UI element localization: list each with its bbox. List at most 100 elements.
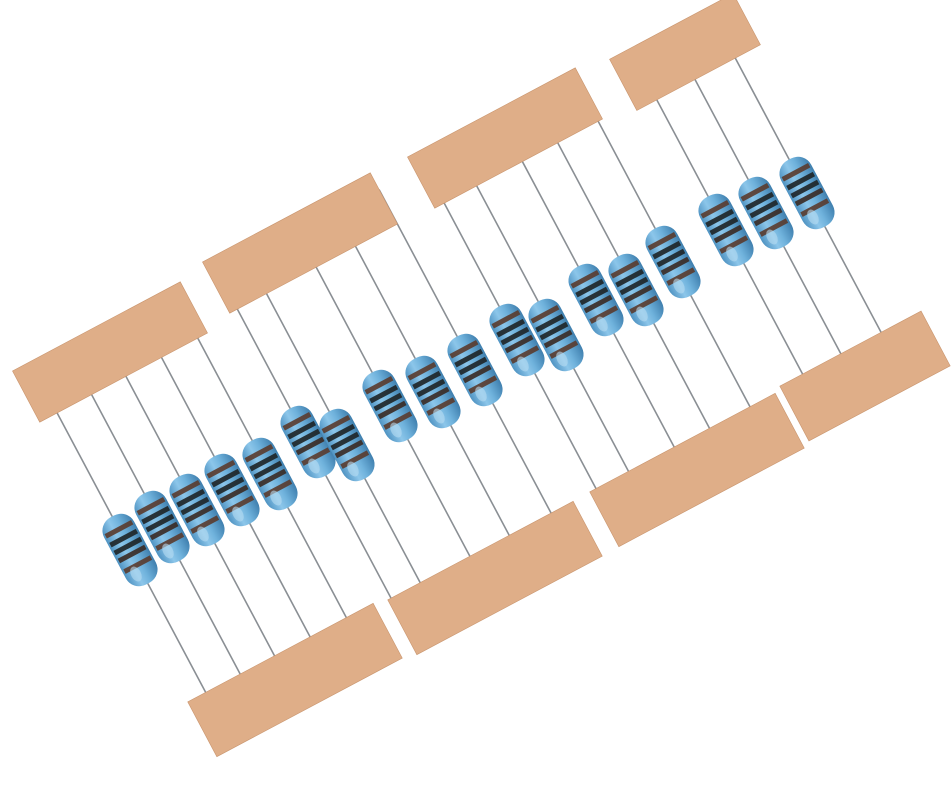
highlight [556,351,568,367]
highlight [270,490,282,506]
top-tape [407,67,603,209]
color-band [500,326,530,346]
resistor [242,437,298,511]
color-band [713,224,743,244]
resistor [362,369,418,443]
color-band [740,183,770,202]
color-band [462,364,492,384]
resistor [405,355,461,429]
color-band [700,200,730,219]
color-band [244,444,274,463]
color-band [615,268,645,288]
resistor [489,303,545,377]
color-band [535,313,565,333]
highlight [517,356,529,372]
color-band [291,428,321,448]
highlight [347,461,359,477]
color-band [145,513,175,533]
color-band [619,276,649,296]
bottom-tape [779,310,951,442]
resistor [134,490,190,564]
color-band [257,468,287,488]
highlight [308,458,320,474]
highlight [130,566,142,582]
color-band [781,163,811,182]
highlight [636,306,648,322]
color-band [149,521,179,541]
highlight [433,408,445,424]
color-band [749,199,779,219]
color-band [249,452,279,472]
color-band [330,431,360,451]
color-band [610,260,640,279]
color-band [575,278,605,298]
resistor [698,193,754,267]
resistor [568,263,624,337]
color-band [136,497,166,516]
color-band [652,240,682,260]
color-band [794,187,824,207]
color-band [543,329,573,349]
color-band [579,286,609,306]
resistor [779,156,835,230]
color-band [412,370,442,390]
color-band [786,171,816,191]
resistor [645,225,701,299]
color-band [496,318,526,338]
color-band [583,294,613,314]
color-band [449,340,479,359]
color-band [282,412,312,431]
color-band [117,544,147,564]
color-band [530,305,560,324]
color-band [407,362,437,381]
color-band [420,386,450,406]
top-tape [12,281,208,423]
highlight [726,246,738,262]
color-band [491,310,521,329]
color-band [364,376,394,395]
resistor [280,405,336,479]
bottom-tape [387,500,603,656]
color-band [623,284,653,304]
color-band [660,256,690,276]
color-band [171,480,201,499]
color-band [504,334,534,354]
highlight [475,386,487,402]
resistor [319,408,375,482]
color-band [176,488,206,508]
highlight [197,526,209,542]
color-band [373,392,403,412]
color-band [215,476,245,496]
color-band [647,232,677,251]
top-tape [202,172,398,314]
highlight [766,229,778,245]
color-band [458,356,488,376]
resistor [102,513,158,587]
color-band [656,248,686,268]
color-band [416,378,446,398]
color-band [184,504,214,524]
color-band [369,384,399,404]
color-band [705,208,735,228]
resistor [528,298,584,372]
color-band [454,348,484,368]
bottom-tape [589,392,805,548]
color-band [570,270,600,289]
color-band [109,528,139,548]
highlight [673,278,685,294]
highlight [807,209,819,225]
highlight [596,316,608,332]
color-band [709,216,739,236]
highlight [162,543,174,559]
resistor [608,253,664,327]
color-band [321,415,351,434]
color-band [377,400,407,420]
resistor [169,473,225,547]
color-band [206,460,236,479]
color-band [253,460,283,480]
color-band [141,505,171,525]
color-band [334,439,364,459]
color-band [113,536,143,556]
resistor-bodies-layer [102,156,835,587]
